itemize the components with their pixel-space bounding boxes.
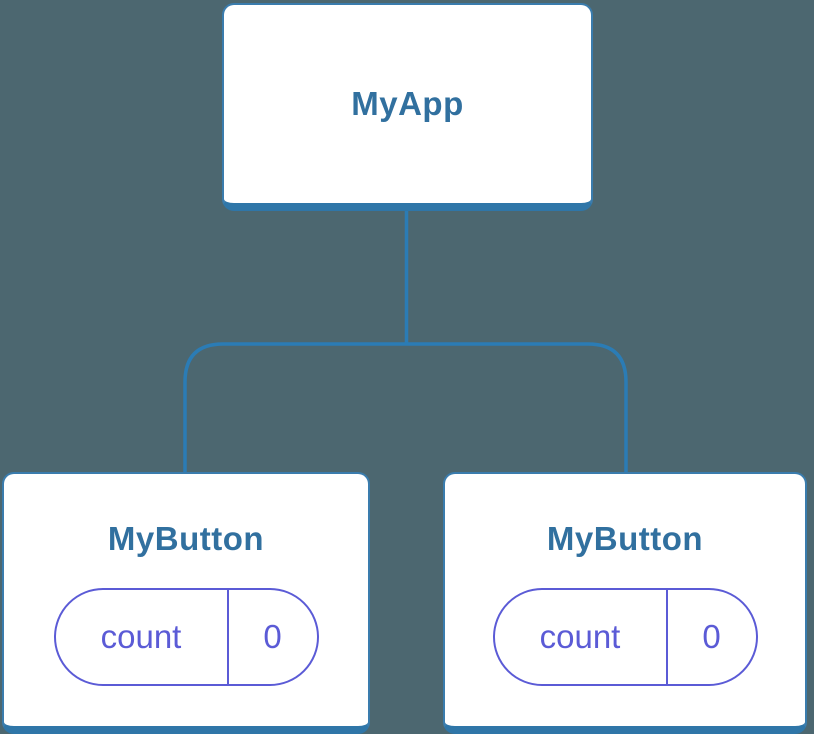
component-label: MyButton	[107, 520, 265, 557]
branch-line	[183, 342, 628, 473]
component-label: MyApp	[351, 85, 464, 122]
state-name-cell: count	[56, 590, 229, 684]
state-pill: count 0	[492, 588, 758, 686]
state-value-cell: 0	[263, 618, 282, 655]
component-node-mybutton-1: MyButton count 0	[2, 472, 370, 734]
state-value-cell: 0	[702, 618, 721, 655]
state-name-cell: count	[495, 590, 668, 684]
component-label: MyButton	[546, 520, 704, 557]
component-node-myapp: MyApp	[222, 3, 593, 211]
state-pill: count 0	[53, 588, 319, 686]
component-node-mybutton-2: MyButton count 0	[443, 472, 807, 734]
